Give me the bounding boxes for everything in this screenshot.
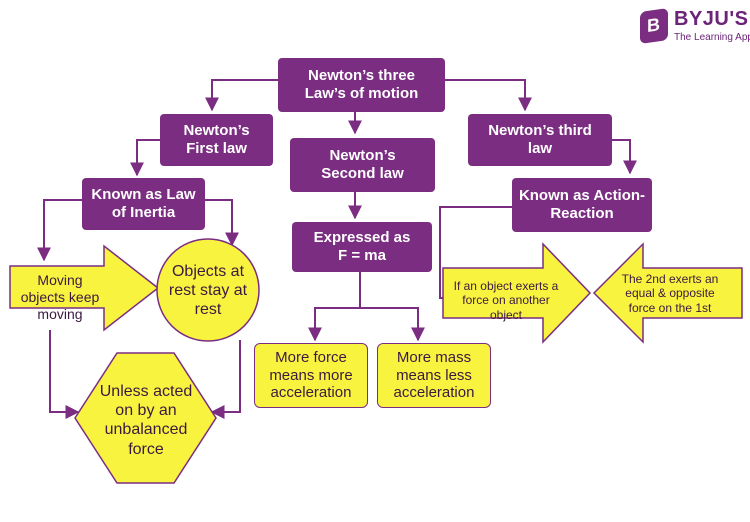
- byjus-logo-mark: [640, 8, 668, 44]
- object-exerts-label: If an object exerts a force on another o…: [453, 279, 559, 322]
- second-exerts-label: The 2nd exerts an equal & opposite force…: [621, 272, 719, 315]
- connector-inertia-rest: [205, 199, 239, 247]
- moving-objects-label: Moving objects keep moving: [20, 272, 100, 322]
- connector-expressed-branch: [308, 272, 361, 342]
- objects-at-rest-label: Objects at rest stay at rest: [168, 263, 248, 319]
- node-third-law: Newton’s third law: [468, 114, 612, 166]
- connector-inertia-moving: [37, 199, 82, 262]
- node-more-force: More force means more acceleration: [254, 343, 368, 408]
- connector-rest-hex: [210, 340, 241, 419]
- node-second-law: Newton’s Second law: [290, 138, 435, 192]
- node-law-of-inertia: Known as Law of Inertia: [82, 178, 205, 230]
- brand-tagline: The Learning App: [674, 32, 750, 43]
- connector-root-third: [445, 79, 532, 112]
- connector-moving-hex: [49, 330, 80, 419]
- brand-name: BYJU'S: [674, 8, 749, 30]
- node-action-reaction: Known as Action-Reaction: [512, 178, 652, 232]
- node-three-laws: Newton’s three Law’s of motion: [278, 58, 445, 112]
- connector-third-action: [612, 139, 637, 175]
- byjus-logo: BYJU'S The Learning App: [640, 8, 750, 48]
- node-more-mass: More mass means less acceleration: [377, 343, 491, 408]
- second-exerts-arrow-shape: [592, 242, 743, 344]
- objects-at-rest-circle: [156, 238, 260, 342]
- node-first-law: Newton’s First law: [160, 114, 273, 166]
- object-exerts-arrow-shape: [442, 242, 592, 344]
- moving-objects-arrow-shape: [9, 244, 160, 332]
- node-expressed-as: Expressed as F = ma: [292, 222, 432, 272]
- connector-first-inertia: [130, 139, 160, 177]
- unless-acted-hexagon: [74, 352, 217, 484]
- unless-acted-label: Unless acted on by an unbalanced force: [99, 383, 193, 458]
- connector-expressed-mass: [360, 307, 425, 342]
- connector-root-first: [205, 79, 278, 112]
